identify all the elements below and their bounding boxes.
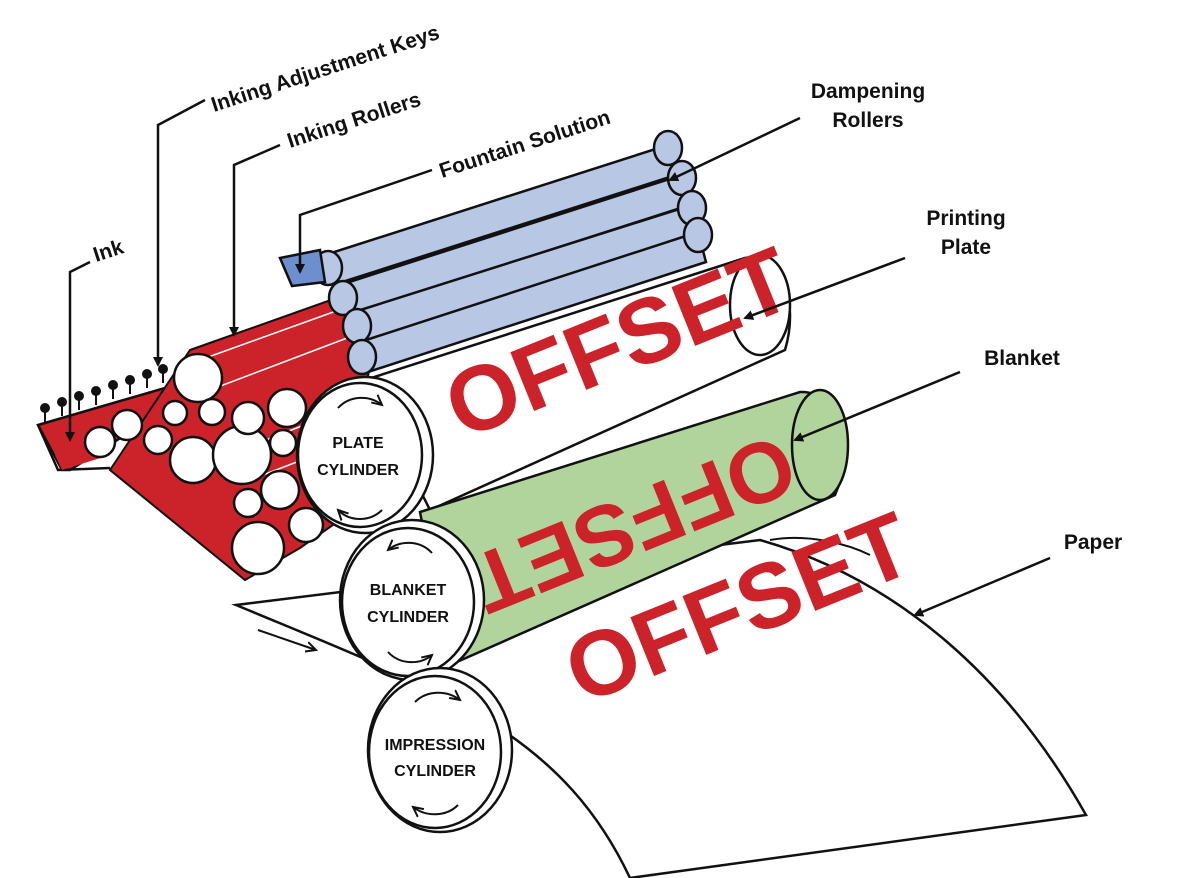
adjustment-key-icon xyxy=(158,364,168,383)
blanket-cylinder xyxy=(338,388,850,682)
rotation-arrows xyxy=(338,398,460,814)
plate-leader xyxy=(743,256,906,320)
blanket-cylinder-label-line1: BLANKET xyxy=(370,582,447,599)
adjustment-key-icon xyxy=(57,397,67,416)
adjustment-key-icon xyxy=(108,380,118,399)
plate-cylinder-label-line1: PLATE xyxy=(332,435,384,452)
label-inking-rollers: Inking Rollers xyxy=(284,88,423,153)
fountain-leader xyxy=(295,168,433,274)
adjustment-key-icon xyxy=(40,403,50,422)
plate-cylinder-label-line2: CYLINDER xyxy=(317,462,399,479)
dampening-rollers xyxy=(312,129,714,376)
dampening-leader xyxy=(668,116,801,182)
rotation-arrow-icon xyxy=(414,693,460,703)
label-printing-plate-line2: Plate xyxy=(941,236,991,259)
leader-lines xyxy=(65,98,1051,617)
blanket-leader xyxy=(793,370,961,442)
rotation-arrow-icon xyxy=(387,651,432,662)
rotation-arrow-icon xyxy=(338,510,383,519)
adjustment-key-icon xyxy=(142,369,152,388)
impression-cylinder-label-line2: CYLINDER xyxy=(394,763,476,780)
impression-cylinder-label-line1: IMPRESSION xyxy=(385,737,485,754)
label-dampening-rollers-line2: Rollers xyxy=(832,109,903,132)
fountain-solution-tray xyxy=(278,248,327,288)
paper-feed-arrow-icon xyxy=(257,629,316,650)
rollers-leader xyxy=(229,143,281,337)
adjustment-key-icon xyxy=(91,386,101,405)
adjustment-key-icon xyxy=(125,375,135,394)
ink-leader xyxy=(65,260,91,442)
rotation-arrow-icon xyxy=(388,543,433,554)
rotation-arrow-icon xyxy=(413,804,459,814)
inking-roller-discs xyxy=(83,352,325,576)
paper-leader xyxy=(913,556,1051,617)
inking-adjustment-keys xyxy=(40,364,168,422)
label-dampening-rollers-line1: Dampening xyxy=(811,80,925,103)
adjustment-key-icon xyxy=(74,391,84,410)
blanket-cylinder-label-line2: CYLINDER xyxy=(367,609,449,626)
label-printing-plate-line1: Printing xyxy=(926,207,1005,230)
label-ink: Ink xyxy=(90,235,126,266)
label-paper: Paper xyxy=(1064,531,1122,554)
keys-leader xyxy=(153,98,206,367)
rotation-arrow-icon xyxy=(337,398,382,409)
label-blanket: Blanket xyxy=(984,347,1060,370)
plate-cylinder xyxy=(295,253,792,535)
impression-cylinder xyxy=(366,666,514,834)
